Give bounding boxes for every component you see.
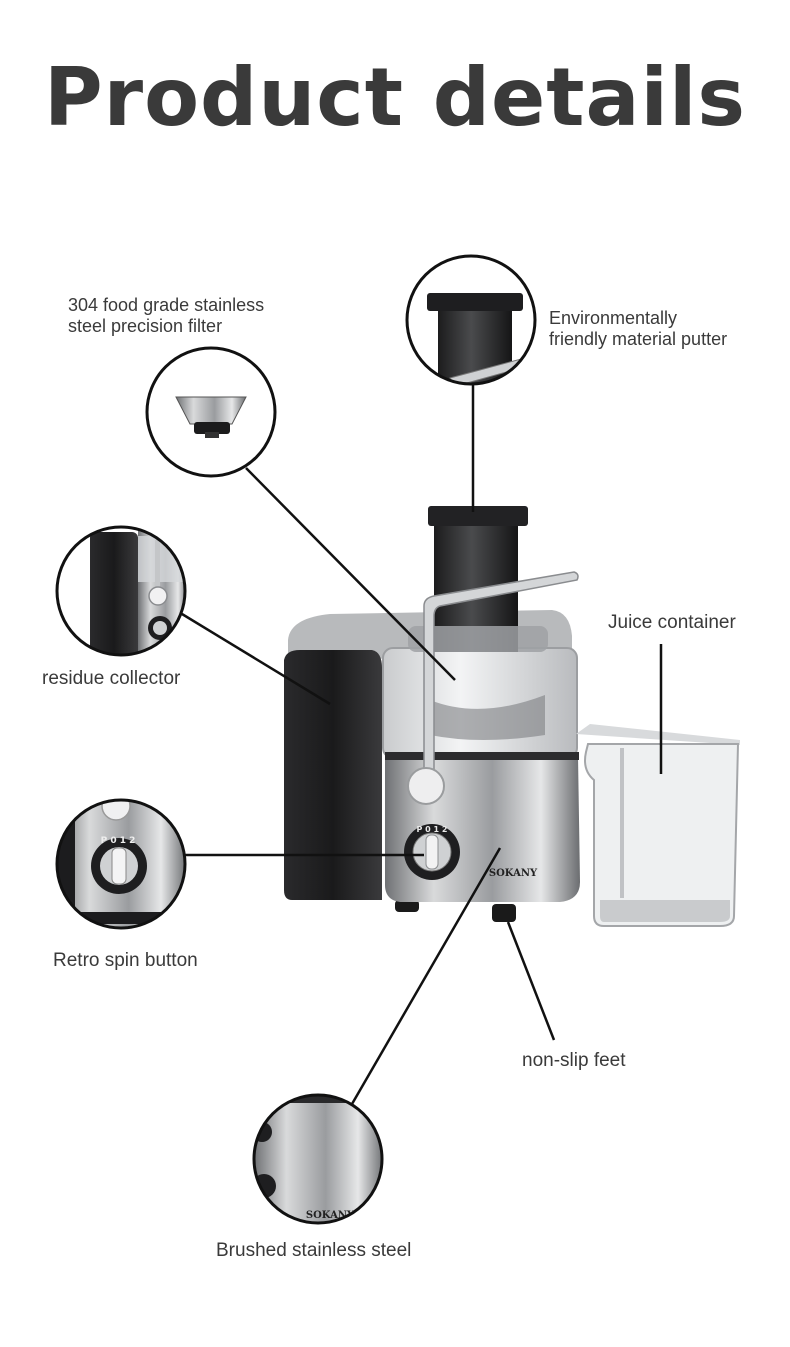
steel-zoom-circle: SOKANY <box>252 1093 384 1225</box>
brand-logo: SOKANY <box>489 868 538 879</box>
juice-container <box>576 724 740 927</box>
button-zoom-circle: P 0 1 2 <box>55 798 187 930</box>
filter-callout-line <box>245 467 456 681</box>
residue-zoom-circle <box>55 525 187 657</box>
filter-zoom-circle <box>145 346 277 478</box>
steel-label: Brushed stainless steel <box>216 1240 412 1261</box>
svg-text:SOKANY: SOKANY <box>306 1210 355 1221</box>
locking-arm <box>423 571 579 797</box>
filter-label-line2: steel precision filter <box>68 316 223 336</box>
filter-label: 304 food grade stainless steel precision… <box>68 295 264 337</box>
svg-text:P 0 1 2: P 0 1 2 <box>101 836 136 846</box>
pusher-cap <box>428 506 528 526</box>
residue-label: residue collector <box>42 668 181 689</box>
steel-callout-line <box>350 847 502 1105</box>
page-title: Product details <box>44 51 746 144</box>
container-label: Juice container <box>608 612 736 633</box>
putter-label: Environmentally friendly material putter <box>549 308 727 350</box>
dial-marks: P 0 1 2 <box>417 825 448 834</box>
filter-chamber <box>382 647 578 759</box>
residue-collector-body <box>284 650 382 900</box>
button-label: Retro spin button <box>53 950 198 971</box>
feet-callout-line <box>506 921 556 1041</box>
filter-label-line1: 304 food grade stainless <box>68 295 265 315</box>
residue-callout-line <box>181 612 331 706</box>
putter-label-line1: Environmentally <box>549 308 678 328</box>
foot-right <box>492 904 516 922</box>
putter-zoom-circle <box>405 254 537 386</box>
callout-lines <box>181 384 663 1105</box>
foot-left <box>395 900 419 912</box>
feet-label: non-slip feet <box>522 1050 626 1071</box>
putter-label-line2: friendly material putter <box>549 329 728 349</box>
juicer-body: P 0 1 2 SOKANY <box>284 506 580 922</box>
